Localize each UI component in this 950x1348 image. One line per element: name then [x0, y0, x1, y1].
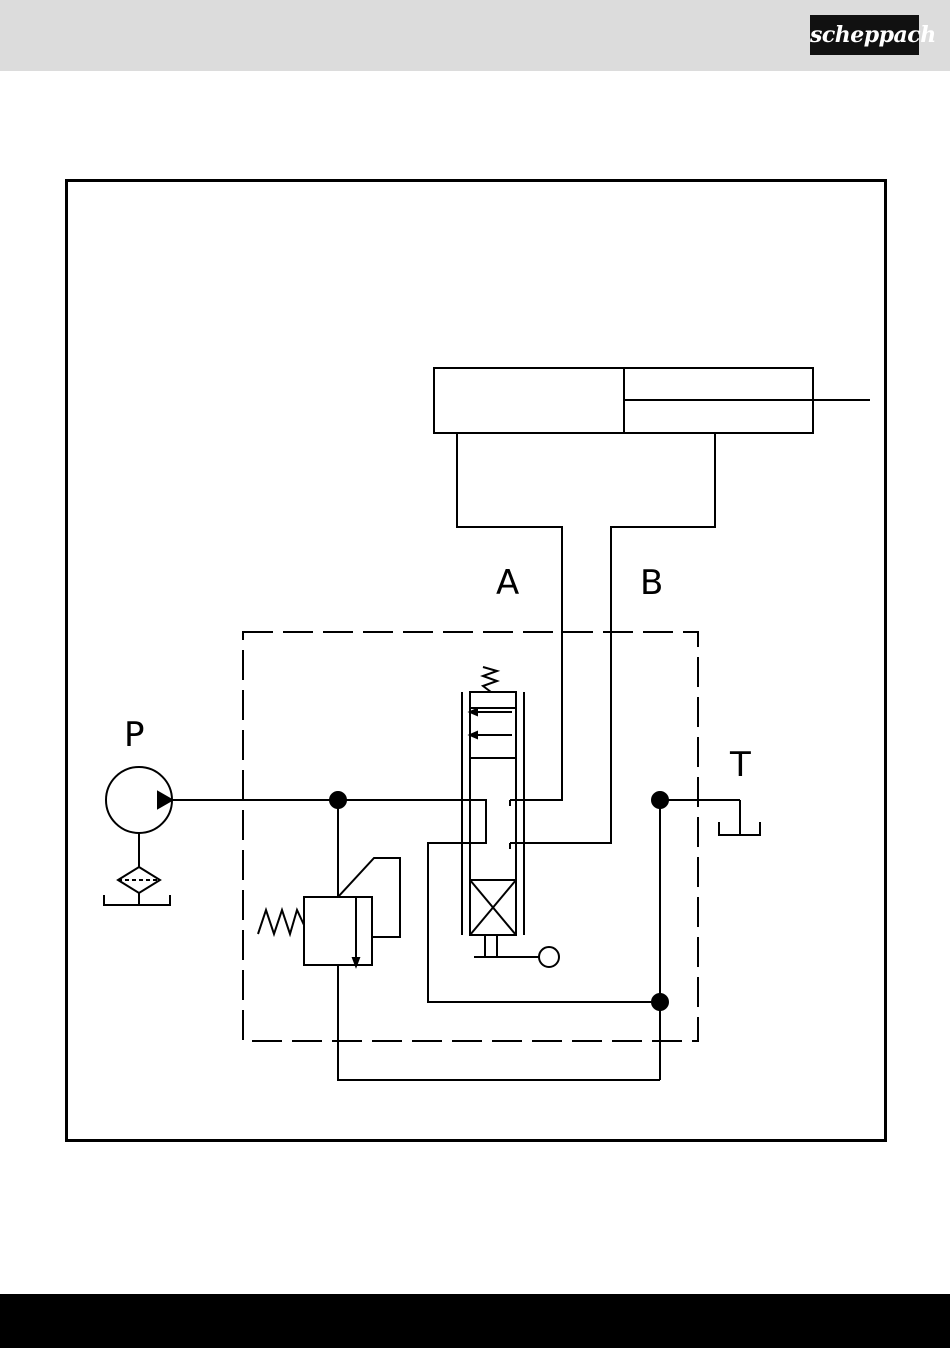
junction-dot — [652, 994, 668, 1010]
reservoir-icon — [104, 895, 170, 905]
port-label-p: P — [124, 715, 145, 755]
line-b — [510, 433, 715, 843]
pump — [104, 767, 172, 905]
junction-dot — [330, 792, 346, 808]
line-a — [457, 433, 562, 800]
port-label-t: T — [729, 745, 751, 785]
port-label-a: A — [496, 563, 519, 603]
port-label-b: B — [640, 563, 663, 603]
relief-drain-line — [338, 965, 660, 1080]
relief-spring-icon — [258, 910, 304, 934]
junction-dot — [652, 792, 668, 808]
pressure-relief-valve — [258, 858, 400, 966]
tank — [719, 800, 760, 835]
valve-spring-icon — [483, 667, 497, 692]
valve-lever-knob-icon — [539, 947, 559, 967]
hydraulic-cylinder — [434, 368, 870, 433]
relief-valve-body — [304, 897, 372, 965]
footer-bar — [0, 1294, 950, 1348]
valve-spool-body — [470, 692, 516, 935]
directional-control-valve — [462, 667, 559, 967]
pump-supply-line — [172, 800, 486, 843]
